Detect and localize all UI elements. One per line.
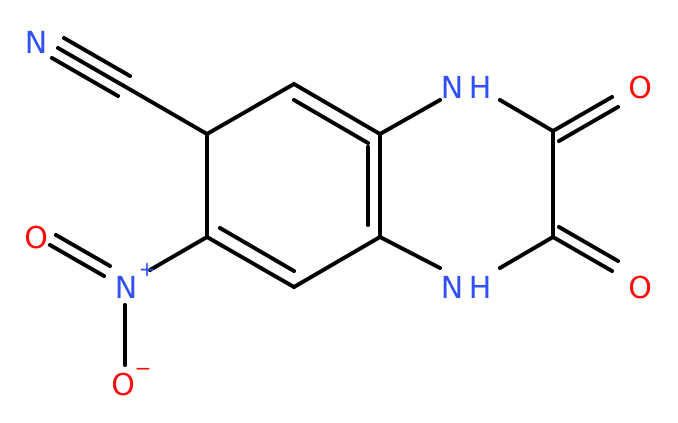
bond bbox=[498, 98, 555, 133]
double-bond bbox=[551, 235, 614, 273]
minus-charge: − bbox=[135, 356, 152, 380]
double-bond bbox=[551, 95, 614, 133]
carbonyl-o-lower-label: O bbox=[628, 271, 652, 306]
bond bbox=[292, 235, 382, 289]
bond bbox=[498, 235, 555, 270]
double-bond bbox=[557, 225, 620, 263]
bond bbox=[148, 235, 209, 272]
double-bond-inner bbox=[218, 226, 296, 273]
double-bond bbox=[557, 105, 620, 143]
nitrile-n-label: N bbox=[25, 26, 47, 61]
plus-charge: + bbox=[139, 257, 156, 281]
nh-lower-h-label: H bbox=[469, 271, 492, 306]
nh-upper-n-label: N bbox=[441, 71, 463, 106]
triple-bond bbox=[50, 56, 120, 98]
pyrazinedione-ring: N H N H bbox=[378, 71, 555, 306]
double-bond-inner bbox=[292, 98, 370, 145]
nitro-o-upper-label: O bbox=[24, 221, 48, 256]
double-bond bbox=[54, 233, 112, 268]
benzene-ring bbox=[205, 82, 382, 289]
nitro-o-lower-label: O bbox=[111, 368, 135, 403]
nitrile-group: N bbox=[25, 26, 209, 136]
carbonyl-o-upper-label: O bbox=[628, 71, 652, 106]
double-bond bbox=[48, 243, 106, 278]
triple-bond bbox=[56, 46, 126, 88]
nitro-group: N + O O − bbox=[24, 221, 209, 403]
carbonyl-groups: O O bbox=[551, 71, 652, 306]
bond bbox=[205, 82, 296, 136]
nh-upper-h-label: H bbox=[469, 71, 492, 106]
bond bbox=[205, 235, 296, 289]
nh-lower-n-label: N bbox=[441, 271, 463, 306]
bond bbox=[378, 235, 442, 270]
bond bbox=[122, 84, 209, 136]
bond bbox=[378, 98, 442, 136]
nitro-n-label: N bbox=[115, 271, 137, 306]
triple-bond bbox=[62, 36, 132, 78]
bond bbox=[292, 82, 382, 136]
